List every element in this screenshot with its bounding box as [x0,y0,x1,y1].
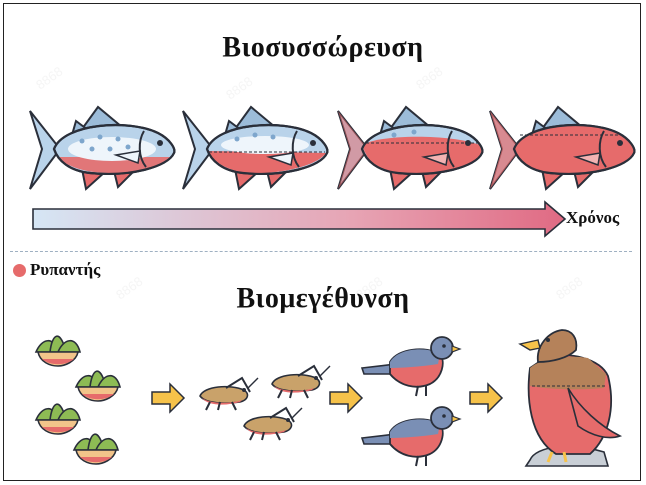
pollutant-dot-icon [13,264,26,277]
svg-text:8868: 8868 [413,64,445,93]
svg-text:8868: 8868 [33,64,65,93]
section-divider [10,251,632,252]
plant-icon [76,371,120,401]
grasshopper-icon [272,366,330,398]
fish-icon [338,107,482,189]
watermark-pattern: 8868 8868 8868 8868 8868 8868 [33,64,585,303]
plant-icon [74,434,118,464]
fish-icon [490,107,634,189]
biomagnification-title: Βιομεγέθυνση [0,283,646,315]
plant-icon [36,336,80,366]
bird-icon [362,407,460,466]
birds-group [362,337,460,466]
eagle-icon [520,330,620,466]
svg-text:8868: 8868 [223,74,255,103]
time-arrow [33,202,565,236]
fish-icon [30,107,174,189]
grasshopper-icon [244,408,302,440]
bird-icon [362,337,460,396]
plants-group [36,336,120,464]
legend-label: Ρυπαντής [30,260,100,280]
arrow-right-icon [330,384,362,412]
time-label: Χρόνος [566,208,619,228]
plant-icon [36,404,80,434]
arrow-right-icon [152,384,184,412]
fish-icon [183,107,327,189]
legend: Ρυπαντής [13,260,100,280]
fish-row [30,107,634,189]
grasshoppers-group [200,366,330,440]
arrow-right-icon [470,384,502,412]
grasshopper-icon [200,378,258,410]
